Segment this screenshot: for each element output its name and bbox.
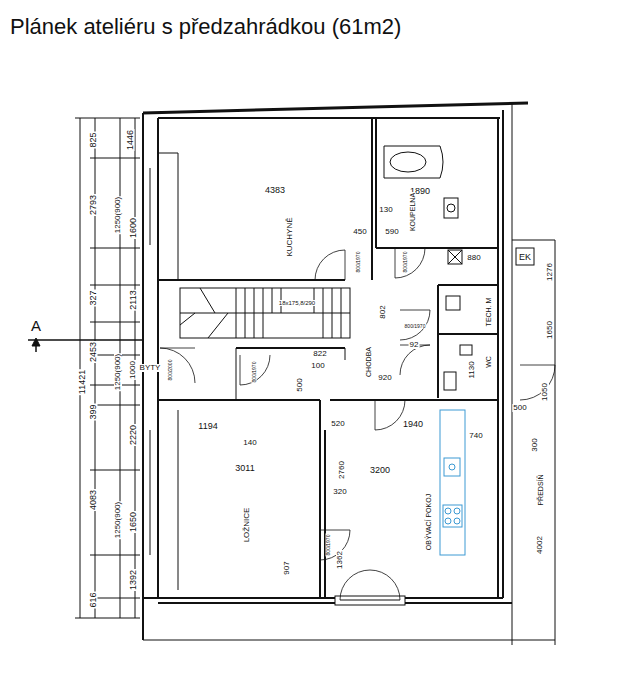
dimension-label: 2453	[89, 341, 98, 363]
dimension-label: 3200	[369, 466, 391, 475]
dimension-label: 800/1970	[252, 361, 257, 384]
dimension-label: 18x175,8/290	[278, 300, 316, 306]
dimension-label: 3011	[234, 464, 255, 473]
dimension-label: 327	[89, 289, 98, 306]
dimension-label: 2793	[89, 194, 98, 216]
dimension-label: 450	[352, 228, 367, 236]
room-label: BYTY	[139, 364, 162, 372]
dimension-label: 920	[377, 374, 392, 382]
room-label: EK	[518, 253, 532, 262]
dimension-label: 1250(900)	[114, 501, 122, 539]
dimension-label: 825	[89, 131, 98, 148]
dimension-label: 1446	[126, 129, 135, 151]
dimension-label: 100	[310, 362, 325, 370]
dimension-label: 500	[512, 404, 527, 412]
dimension-label: 399	[89, 403, 98, 420]
dimension-label: 1130	[468, 360, 476, 379]
dimension-label: 520	[330, 420, 345, 428]
room-label: A	[30, 318, 42, 333]
dimension-label: 800/1970	[404, 324, 427, 329]
dimension-label: 1650	[546, 320, 554, 340]
dimension-label: 11421	[78, 369, 87, 395]
dimension-label: 1250(900)	[114, 196, 122, 234]
dimension-label: 1194	[197, 422, 218, 431]
dimension-label: 2113	[129, 289, 138, 310]
dimension-label: 907	[283, 560, 291, 575]
dimension-label: 800/1970	[403, 251, 408, 274]
room-label: TECH. M	[485, 297, 492, 328]
dimension-label: 140	[242, 439, 257, 447]
room-label: WC	[485, 355, 492, 369]
dimension-label: 4002	[536, 535, 544, 555]
dimension-label: 1276	[546, 262, 554, 282]
dimension-label: 800/2000	[168, 359, 173, 382]
room-label: LOŽNICE	[243, 507, 251, 544]
room-label: OBÝVACÍ POKOJ	[425, 493, 432, 551]
dimension-label: 800/1970	[326, 534, 331, 557]
dimension-label: 802	[379, 304, 387, 319]
room-label: CHODBA	[365, 346, 372, 378]
plan-title: Plánek ateliéru s předzahrádkou (61m2)	[10, 14, 401, 40]
dimension-label: 2760	[338, 460, 346, 480]
dimension-label: 1392	[129, 569, 138, 591]
dimension-label: 590	[384, 228, 399, 236]
dimension-label: 92	[409, 341, 420, 349]
room-label: PŘEDSÍŇ	[537, 473, 544, 506]
dimension-label: 740	[468, 432, 483, 440]
dimension-label: 880	[466, 254, 481, 262]
dimension-label: 1362	[336, 550, 344, 570]
dimension-label: 2220	[129, 424, 138, 446]
dimension-label: 1940	[402, 420, 424, 429]
dimension-label: 130	[378, 206, 393, 214]
dimension-label: 822	[312, 350, 327, 358]
dimension-label: 1650	[129, 511, 138, 533]
dimension-label: 500	[296, 377, 304, 392]
dimension-label: 300	[531, 437, 539, 452]
room-label: KOUPELNA	[409, 192, 416, 232]
dimension-label: 1600	[129, 217, 138, 239]
dimension-label: 1050	[541, 382, 549, 402]
dimension-label: 1000	[129, 360, 137, 380]
dimension-label: 4083	[89, 489, 98, 511]
room-label: KUCHYNĚ	[286, 216, 294, 257]
dimension-label: 320	[332, 488, 347, 496]
dimension-label: 800/1970	[356, 251, 361, 274]
dimension-label: 4383	[264, 186, 286, 195]
dimension-label: 616	[89, 591, 98, 608]
dimension-label: 1250(900)	[114, 353, 122, 391]
